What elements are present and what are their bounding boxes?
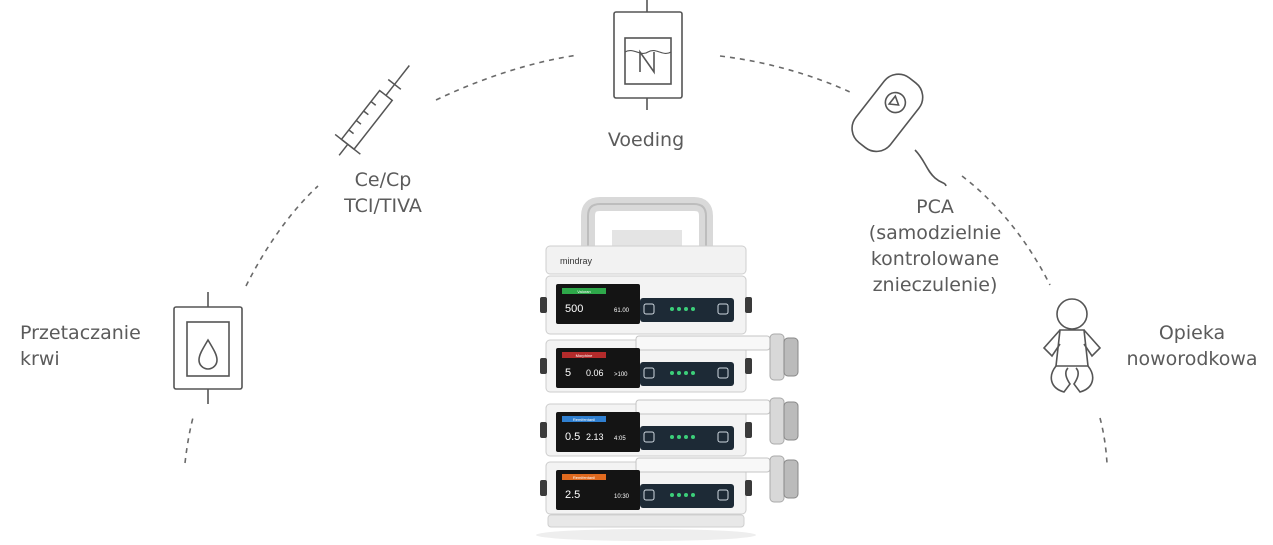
label-line: Opieka [1158, 322, 1226, 344]
label-line: noworodkowa [1126, 348, 1258, 370]
display-rate: >100 [614, 372, 628, 378]
drug-name: Remifentanil [573, 475, 595, 480]
label-feeding: Voeding [586, 127, 706, 153]
start-button [643, 431, 655, 443]
pump-module: Morphine 5 0.06 >100 [540, 333, 799, 393]
display-rate: 4:05 [614, 436, 626, 442]
status-led [670, 371, 674, 375]
label-line: Voeding [607, 129, 685, 151]
status-led [677, 493, 681, 497]
syringe-plunger-head [783, 337, 799, 377]
arc-segment [961, 175, 1051, 286]
display-rate: 10:30 [614, 494, 630, 500]
side-clip [745, 297, 752, 313]
display-value: 2.5 [565, 489, 580, 501]
side-clip [540, 297, 547, 313]
syringe-barrel [635, 457, 771, 473]
syringe-plunger-head [783, 459, 799, 499]
status-led [684, 435, 688, 439]
side-clip [745, 480, 752, 496]
drug-banner [562, 416, 606, 422]
label-line: znieczulenie) [872, 274, 998, 296]
arc-segment [245, 185, 319, 287]
arc-segment [184, 413, 195, 464]
start-button [643, 367, 655, 379]
drug-name: Morphine [576, 353, 593, 358]
status-led [670, 493, 674, 497]
drug-banner [562, 288, 606, 294]
syringe-plunger [769, 333, 785, 381]
display-value: 500 [565, 303, 583, 315]
stop-button [717, 431, 729, 443]
display-rate: 61.00 [614, 308, 630, 314]
side-clip [540, 358, 547, 374]
label-line: TCI/TIVA [344, 195, 422, 217]
stop-button [717, 367, 729, 379]
pump-module: Remifentanil 2.5 10:30 [540, 455, 799, 515]
syringe-barrel [635, 335, 771, 351]
start-button [643, 303, 655, 315]
stop-button [717, 303, 729, 315]
status-led [684, 493, 688, 497]
side-clip [745, 422, 752, 438]
status-led [691, 493, 695, 497]
status-led [677, 435, 681, 439]
display-value: 5 [565, 367, 571, 379]
display-subvalue: 0.06 [586, 368, 604, 378]
dashed-arc [184, 54, 1108, 464]
pca-handset-icon [851, 73, 947, 187]
drug-banner [562, 474, 606, 480]
label-line: (samodzielnie [868, 222, 1002, 244]
syringe-plunger-head [783, 401, 799, 441]
status-led [670, 435, 674, 439]
status-led [691, 435, 695, 439]
status-led [684, 371, 688, 375]
label-line: Ce/Cp [354, 169, 412, 191]
syringe-plunger [769, 455, 785, 503]
label-blood-transfusion: Przetaczanie krwi [20, 320, 156, 372]
label-line: Przetaczanie [20, 322, 141, 344]
display-value: 0.5 [565, 431, 580, 443]
device-brand: mindray [560, 256, 593, 266]
pump-module: Valoran 500 61.00 [540, 275, 752, 335]
drug-banner [562, 352, 606, 358]
nutrition-bag-icon [613, 0, 683, 110]
start-button [643, 489, 655, 501]
pump-module: Remifentanil 0.5 2.13 4:05 [540, 397, 799, 457]
device-base [547, 514, 745, 528]
label-tci: Ce/Cp TCI/TIVA [318, 167, 448, 219]
status-led [677, 307, 681, 311]
syringe-plunger [769, 397, 785, 445]
device-top-cap [545, 245, 747, 275]
label-line: kontrolowane [870, 248, 1000, 270]
side-clip [540, 480, 547, 496]
label-line: PCA [916, 196, 954, 218]
baby-icon [1042, 298, 1102, 393]
status-led [670, 307, 674, 311]
side-clip [745, 358, 752, 374]
label-neonatal: Opieka noworodkowa [1120, 320, 1264, 372]
label-line: krwi [20, 348, 60, 370]
blood-bag-icon [173, 292, 243, 404]
syringe-icon [334, 65, 410, 156]
status-led [677, 371, 681, 375]
status-led [691, 307, 695, 311]
arc-segment [719, 55, 851, 93]
status-led [684, 307, 688, 311]
status-led [691, 371, 695, 375]
drug-name: Valoran [577, 289, 591, 294]
stop-button [717, 489, 729, 501]
display-subvalue: 2.13 [586, 432, 604, 442]
arc-segment [435, 54, 579, 101]
syringe-barrel [635, 399, 771, 415]
arc-segment [1099, 417, 1108, 464]
side-clip [540, 422, 547, 438]
label-pca: PCA (samodzielnie kontrolowane znieczule… [840, 194, 1030, 298]
drug-name: Remifentanil [573, 417, 595, 422]
